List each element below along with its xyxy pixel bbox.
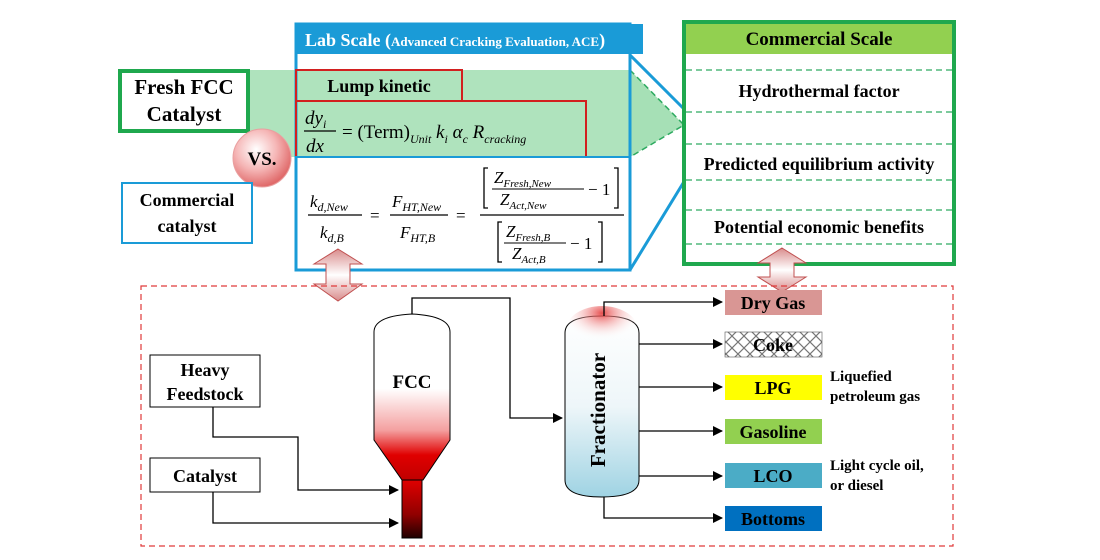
- double-arrow-lab: [312, 248, 364, 302]
- lab-scale-title: Lab Scale (Advanced Cracking Evaluation,…: [305, 30, 605, 51]
- fractionator-label: Fractionator: [586, 353, 610, 467]
- heavy-feedstock-box: Heavy Feedstock: [149, 354, 261, 408]
- fresh-catalyst-box: Fresh FCC Catalyst: [118, 69, 250, 133]
- heavy-feedstock-line2: Feedstock: [167, 384, 244, 404]
- heavy-feedstock-line1: Heavy: [181, 360, 230, 380]
- svg-text:FHT,B: FHT,B: [399, 223, 436, 245]
- product-lpg: LPG Liquefied petroleum gas: [725, 369, 920, 405]
- fcc-overhead-line: [411, 297, 563, 423]
- svg-text:ZAct,New: ZAct,New: [500, 190, 547, 212]
- product-note-lpg-2: petroleum gas: [830, 389, 920, 405]
- catalyst-label: Catalyst: [173, 466, 237, 486]
- product-note-lco-2: or diesel: [830, 478, 883, 494]
- product-label-bottoms: Bottoms: [741, 509, 805, 529]
- fractionator: Fractionator: [564, 306, 640, 498]
- product-label-lco: LCO: [753, 466, 792, 486]
- fcc-reactor: FCC: [373, 313, 451, 539]
- connector-bottom: [628, 179, 687, 271]
- svg-text:dyi: dyi: [305, 108, 326, 131]
- product-line-dry-gas: [603, 297, 723, 316]
- commercial-item-0: Hydrothermal factor: [738, 81, 899, 101]
- svg-text:=: =: [456, 206, 466, 225]
- commercial-item-2: Potential economic benefits: [714, 217, 924, 237]
- product-label-lpg: LPG: [754, 378, 791, 398]
- product-line-bottoms: [603, 497, 723, 523]
- comparison-band: [248, 70, 680, 157]
- fcc-label: FCC: [392, 372, 431, 393]
- vs-badge: VS.: [232, 128, 292, 188]
- product-note-lco-1: Light cycle oil,: [830, 458, 924, 474]
- commercial-catalyst-box: Commercial catalyst: [121, 182, 253, 244]
- svg-text:ZFresh,New: ZFresh,New: [494, 168, 552, 190]
- svg-text:ZFresh,B: ZFresh,B: [506, 222, 550, 244]
- equation-hydrothermal: kd,New kd,B = FHT,New FHT,B = ZFresh,New…: [308, 167, 624, 266]
- product-label-coke: Coke: [753, 335, 793, 355]
- equation-lump-kinetic: dyi dx = (Term)Unit ki αc Rcracking: [304, 108, 526, 157]
- svg-text:− 1: − 1: [588, 180, 610, 199]
- svg-text:=: =: [370, 206, 380, 225]
- product-dry-gas: Dry Gas: [725, 290, 822, 315]
- product-gasoline: Gasoline: [725, 419, 822, 444]
- catalyst-box: Catalyst: [149, 457, 261, 493]
- lump-kinetic-label: Lump kinetic: [327, 76, 431, 96]
- commercial-scale-panel: Commercial Scale Hydrothermal factor Pre…: [682, 20, 956, 266]
- feed-line-heavy: [212, 407, 399, 495]
- product-coke: Coke: [724, 331, 823, 358]
- vs-label: VS.: [247, 149, 276, 170]
- commercial-catalyst-line2: catalyst: [158, 216, 217, 236]
- svg-text:kd,New: kd,New: [310, 192, 348, 214]
- commercial-item-1: Predicted equilibrium activity: [704, 154, 935, 174]
- process-border: [140, 285, 954, 547]
- feed-line-catalyst: [212, 492, 399, 528]
- svg-text:− 1: − 1: [570, 234, 592, 253]
- product-label-gasoline: Gasoline: [739, 422, 806, 442]
- fresh-catalyst-line1: Fresh FCC: [134, 75, 233, 99]
- lab-scale-panel: Lab Scale (Advanced Cracking Evaluation,…: [294, 22, 643, 272]
- commercial-catalyst-line1: Commercial: [140, 190, 235, 210]
- svg-text:kd,B: kd,B: [320, 223, 345, 245]
- svg-text:dx: dx: [306, 136, 325, 157]
- product-label-dry-gas: Dry Gas: [741, 293, 806, 313]
- commercial-scale-title: Commercial Scale: [746, 29, 893, 50]
- svg-text:FHT,New: FHT,New: [391, 192, 441, 214]
- product-bottoms: Bottoms: [725, 506, 822, 531]
- connector-top: [628, 53, 687, 112]
- svg-text:ZAct,B: ZAct,B: [512, 244, 546, 266]
- product-note-lpg-1: Liquefied: [830, 369, 892, 385]
- fresh-catalyst-line2: Catalyst: [147, 102, 222, 126]
- svg-text:= (Term)Unit ki αc Rcracking: = (Term)Unit ki αc Rcracking: [342, 122, 526, 146]
- product-lco: LCO Light cycle oil, or diesel: [725, 458, 924, 494]
